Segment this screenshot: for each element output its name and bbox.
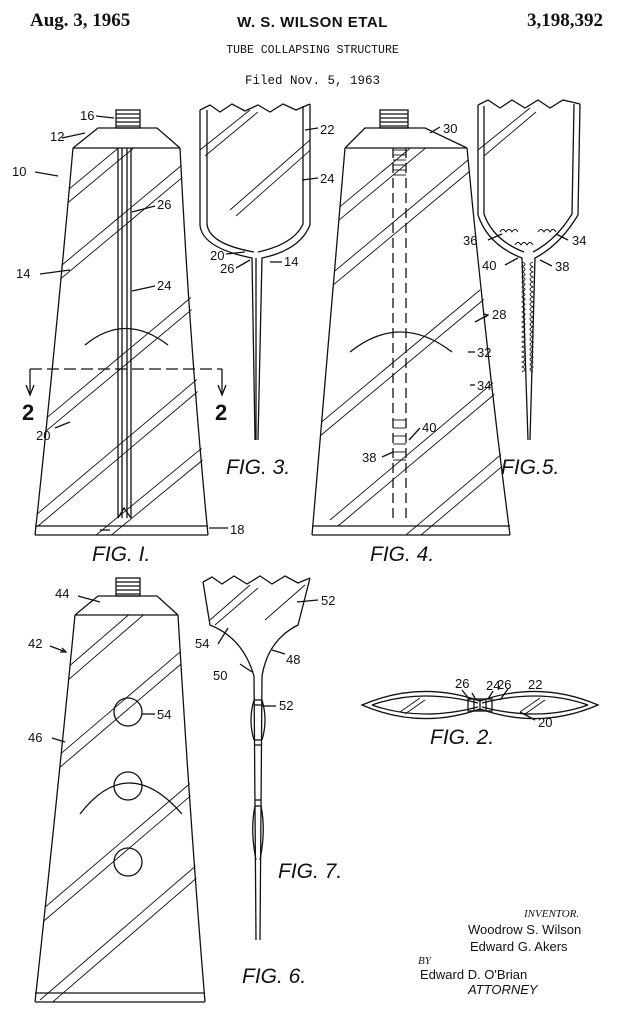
ref-26: 26 [455,676,469,691]
ref-26: 26 [220,261,234,276]
ref-24: 24 [320,171,334,186]
ref-28: 28 [492,307,506,322]
fig4-label: FIG. 4. [370,543,434,566]
fig4-drawing [311,109,511,536]
ref-16: 16 [80,108,94,123]
attorney-name: Edward D. O'Brian [420,967,528,982]
fig3-drawing [199,103,319,441]
ref-26: 26 [497,677,511,692]
by-label: BY [418,955,431,967]
fig5-drawing [477,99,581,441]
fig7-label: FIG. 7. [278,860,342,883]
ref-24: 24 [157,278,171,293]
ref-20: 20 [210,248,224,263]
ref-42: 42 [28,636,42,651]
patent-date: Aug. 3, 1965 [30,10,131,31]
ref-22: 22 [528,677,542,692]
ref-20: 20 [538,715,552,730]
ref-52: 52 [321,593,335,608]
ref-40: 40 [482,258,496,273]
fig7-drawing [202,575,319,941]
ref-24: 24 [486,678,500,693]
section-marker: 2 [22,400,34,425]
ref-52: 52 [279,698,293,713]
ref-50: 50 [213,668,227,683]
patent-title: TUBE COLLAPSING STRUCTURE [226,44,399,57]
ref-18: 18 [230,522,244,537]
ref-40: 40 [422,420,436,435]
filing-date: Filed Nov. 5, 1963 [244,74,381,88]
ref-48: 48 [286,652,300,667]
ref-32: 32 [477,345,491,360]
inventor-label: INVENTOR. [524,908,580,920]
ref-12: 12 [50,129,64,144]
attorney-label: ATTORNEY [468,982,538,997]
ref-10: 10 [12,164,26,179]
fig5-label: FIG.5. [501,456,559,479]
ref-14: 14 [16,266,30,281]
ref-38: 38 [555,259,569,274]
ref-46: 46 [28,730,42,745]
ref-22: 22 [320,122,334,137]
fig2-label: FIG. 2. [430,726,494,749]
fig6-label: FIG. 6. [242,965,306,988]
ref-34: 34 [572,233,586,248]
patent-number: 3,198,392 [527,10,603,31]
ref-30: 30 [443,121,457,136]
fig1-drawing [25,109,228,536]
ref-26: 26 [157,197,171,212]
ref-54: 54 [195,636,209,651]
ref-34: 34 [477,378,491,393]
inventor-name-2: Edward G. Akers [470,939,568,954]
ref-38: 38 [362,450,376,465]
fig2-drawing [360,688,600,721]
section-marker: 2 [215,400,227,425]
inventor-name-1: Woodrow S. Wilson [468,922,582,937]
fig1-label: FIG. I. [92,543,150,566]
ref-20: 20 [36,428,50,443]
ref-36: 36 [463,233,477,248]
ref-54: 54 [157,707,171,722]
ref-14: 14 [284,254,298,269]
ref-44: 44 [55,586,69,601]
fig3-label: FIG. 3. [226,456,290,479]
inventor-header: W. S. WILSON ETAL [237,14,388,31]
